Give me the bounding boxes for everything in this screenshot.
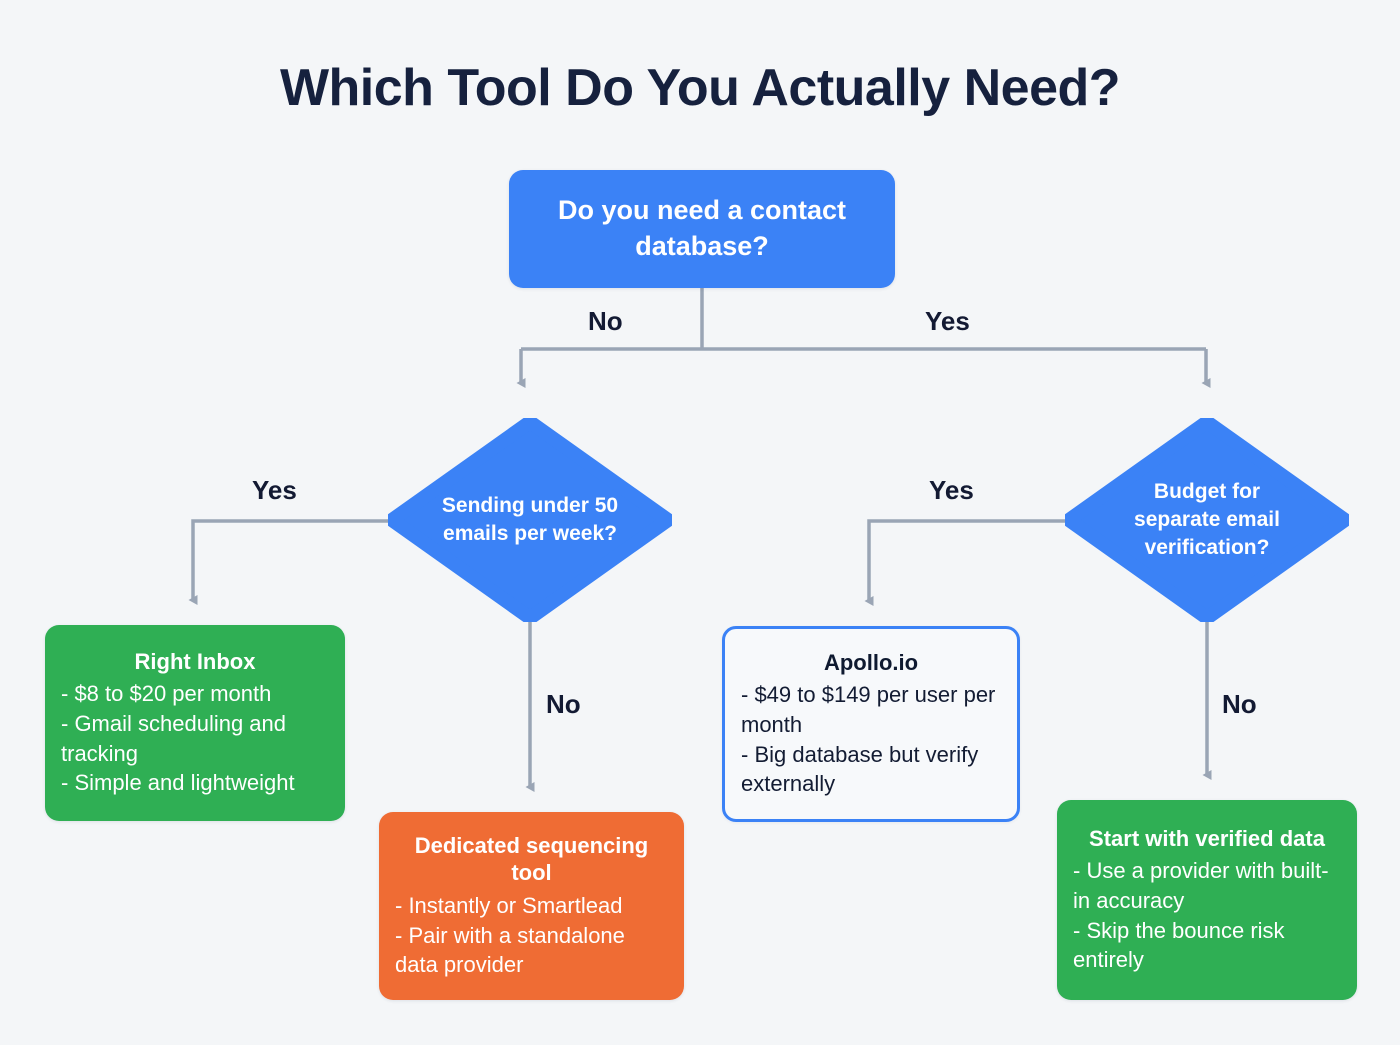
node-outcome-apollo-title: Apollo.io bbox=[823, 649, 919, 675]
edge-label-right-yes: Yes bbox=[929, 475, 974, 505]
node-outcome-right-inbox-details: - $8 to $20 per month - Gmail scheduling… bbox=[61, 679, 329, 798]
node-outcome-verified-data-details: - Use a provider with built-in accuracy … bbox=[1073, 856, 1341, 975]
detail-line: - $49 to $149 per user per month bbox=[741, 682, 996, 738]
node-root-question[interactable]: Do you need a contact database? bbox=[509, 170, 895, 288]
node-decision-sending-volume[interactable]: Sending under 50 emails per week? bbox=[388, 418, 672, 622]
detail-line: - Gmail scheduling and tracking bbox=[61, 711, 287, 766]
node-outcome-sequencing-tool-title: Dedicated sequencing tool bbox=[414, 832, 649, 886]
edge-label-left-no: No bbox=[546, 689, 581, 719]
detail-line: - Skip the bounce risk entirely bbox=[1073, 917, 1285, 973]
detail-line: - Big database but verify externally bbox=[741, 741, 979, 797]
detail-line: - Pair with a standalone data provider bbox=[395, 922, 625, 978]
page-title: Which Tool Do You Actually Need? bbox=[279, 59, 1121, 117]
node-decision-verification-budget[interactable]: Budget for separate email verification? bbox=[1065, 418, 1349, 622]
detail-line: - Instantly or Smartlead bbox=[395, 892, 623, 918]
node-outcome-right-inbox[interactable]: Right Inbox - $8 to $20 per month - Gmai… bbox=[45, 625, 345, 821]
node-outcome-apollo[interactable]: Apollo.io - $49 to $149 per user per mon… bbox=[722, 626, 1020, 822]
node-decision-verification-budget-label: Budget for separate email verification? bbox=[1134, 480, 1280, 559]
node-outcome-sequencing-tool[interactable]: Dedicated sequencing tool - Instantly or… bbox=[379, 812, 684, 1000]
node-root-title: Do you need a contact database? bbox=[557, 195, 847, 261]
detail-line: - $8 to $20 per month bbox=[61, 681, 272, 707]
edge-label-right-no: No bbox=[1222, 689, 1257, 719]
node-outcome-verified-data[interactable]: Start with verified data - Use a provide… bbox=[1057, 800, 1357, 1000]
node-outcome-right-inbox-title: Right Inbox bbox=[134, 648, 256, 674]
detail-line: - Use a provider with built-in accuracy bbox=[1073, 858, 1329, 914]
diamond-shape bbox=[1065, 418, 1349, 622]
edge-label-root-yes: Yes bbox=[925, 306, 970, 336]
edge-label-root-no: No bbox=[588, 306, 623, 336]
node-decision-sending-volume-label: Sending under 50 emails per week? bbox=[441, 494, 619, 545]
detail-line: - Simple and lightweight bbox=[61, 770, 295, 796]
diamond-shape bbox=[388, 418, 672, 622]
node-outcome-verified-data-title: Start with verified data bbox=[1089, 825, 1325, 851]
node-outcome-sequencing-tool-details: - Instantly or Smartlead - Pair with a s… bbox=[395, 891, 668, 980]
edge-label-left-yes: Yes bbox=[252, 475, 297, 505]
node-outcome-apollo-details: - $49 to $149 per user per month - Big d… bbox=[741, 680, 1001, 799]
